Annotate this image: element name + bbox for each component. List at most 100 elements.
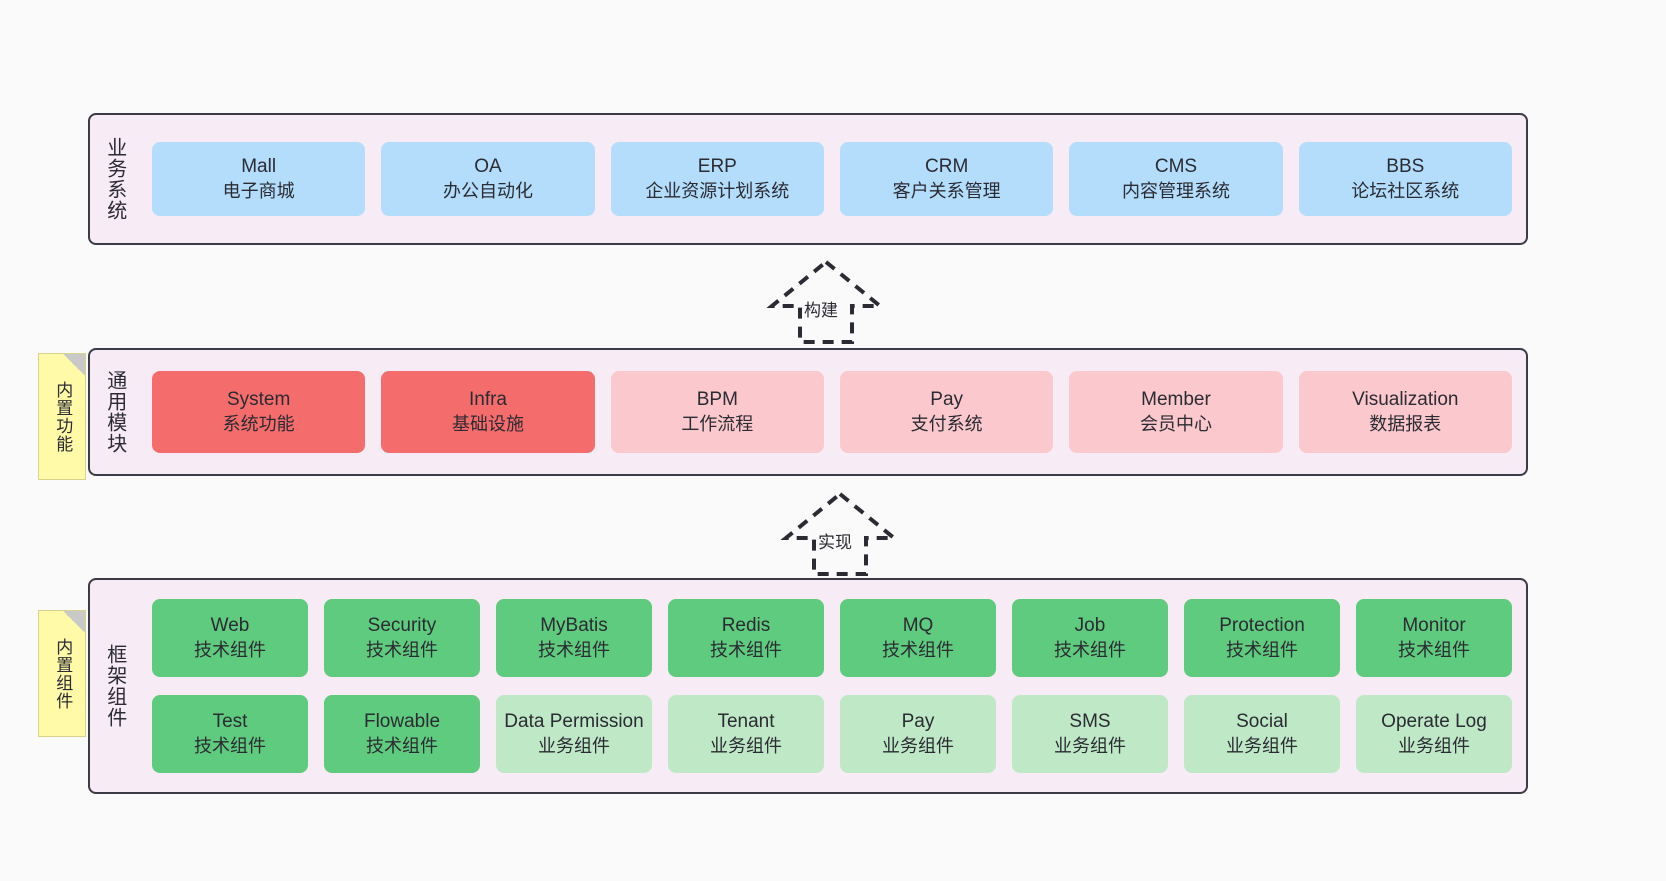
layer-common-module-title: 通用模块 (103, 370, 126, 454)
note-builtin-component: 内置组件 (38, 610, 86, 737)
card-title: BPM (696, 389, 738, 411)
card-title: SMS (1069, 711, 1111, 733)
connector-build: 构建 (756, 258, 896, 344)
card-title: Test (212, 711, 248, 733)
card-subtitle: 技术组件 (366, 639, 438, 660)
note-builtin-feature: 内置功能 (38, 353, 86, 480)
card-subtitle: 客户关系管理 (892, 180, 1001, 201)
card-subtitle: 技术组件 (882, 639, 954, 660)
card-title: Flowable (363, 711, 441, 733)
card-title: Tenant (717, 711, 775, 733)
card-title: Member (1141, 389, 1211, 411)
card-subtitle: 业务组件 (538, 735, 610, 756)
card-subtitle: 会员中心 (1139, 413, 1212, 434)
layer-business-system-title: 业务系统 (103, 137, 126, 221)
card-title: CRM (925, 156, 969, 178)
card-title: OA (474, 156, 502, 178)
card-title: Monitor (1402, 615, 1466, 637)
card-title: Redis (721, 615, 771, 637)
card-subtitle: 论坛社区系统 (1351, 180, 1460, 201)
card-subtitle: 技术组件 (1398, 639, 1470, 660)
card-title: Pay (901, 711, 935, 733)
card-subtitle: 数据报表 (1369, 413, 1442, 434)
card-subtitle: 技术组件 (366, 735, 438, 756)
card-title: Protection (1219, 615, 1305, 637)
card-title: CMS (1154, 156, 1198, 178)
connector-realize-label: 实现 (816, 528, 854, 553)
card-title: MQ (902, 615, 934, 637)
card-title: Social (1236, 711, 1288, 733)
card-title: MyBatis (540, 615, 608, 637)
card-subtitle: 技术组件 (194, 735, 266, 756)
card-subtitle: 技术组件 (1054, 639, 1126, 660)
card-title: Web (210, 615, 250, 637)
card-subtitle: 企业资源计划系统 (645, 180, 790, 201)
card-subtitle: 业务组件 (1398, 735, 1470, 756)
card-subtitle: 业务组件 (1054, 735, 1126, 756)
card-subtitle: 支付系统 (910, 413, 983, 434)
card-title: ERP (697, 156, 737, 178)
card-title: Operate Log (1381, 711, 1487, 733)
connector-realize: 实现 (770, 490, 910, 576)
card-subtitle: 技术组件 (710, 639, 782, 660)
card-subtitle: 技术组件 (538, 639, 610, 660)
card-subtitle: 工作流程 (681, 413, 754, 434)
card-title: Mall (241, 156, 277, 178)
card-subtitle: 电子商城 (222, 180, 295, 201)
card-title: BBS (1386, 156, 1425, 178)
card-subtitle: 基础设施 (451, 413, 524, 434)
card-subtitle: 技术组件 (1226, 639, 1298, 660)
layer-framework-component-title: 框架组件 (103, 644, 126, 728)
card-subtitle: 技术组件 (194, 639, 266, 660)
card-title: Security (367, 615, 437, 637)
connector-build-label: 构建 (802, 296, 840, 321)
card-subtitle: 系统功能 (222, 413, 295, 434)
card-title: Data Permission (504, 711, 644, 733)
card-title: Infra (468, 389, 507, 411)
card-subtitle: 业务组件 (710, 735, 782, 756)
card-title: Visualization (1352, 389, 1459, 411)
card-title: Job (1074, 615, 1106, 637)
card-title: System (226, 389, 291, 411)
card-title: Pay (930, 389, 964, 411)
